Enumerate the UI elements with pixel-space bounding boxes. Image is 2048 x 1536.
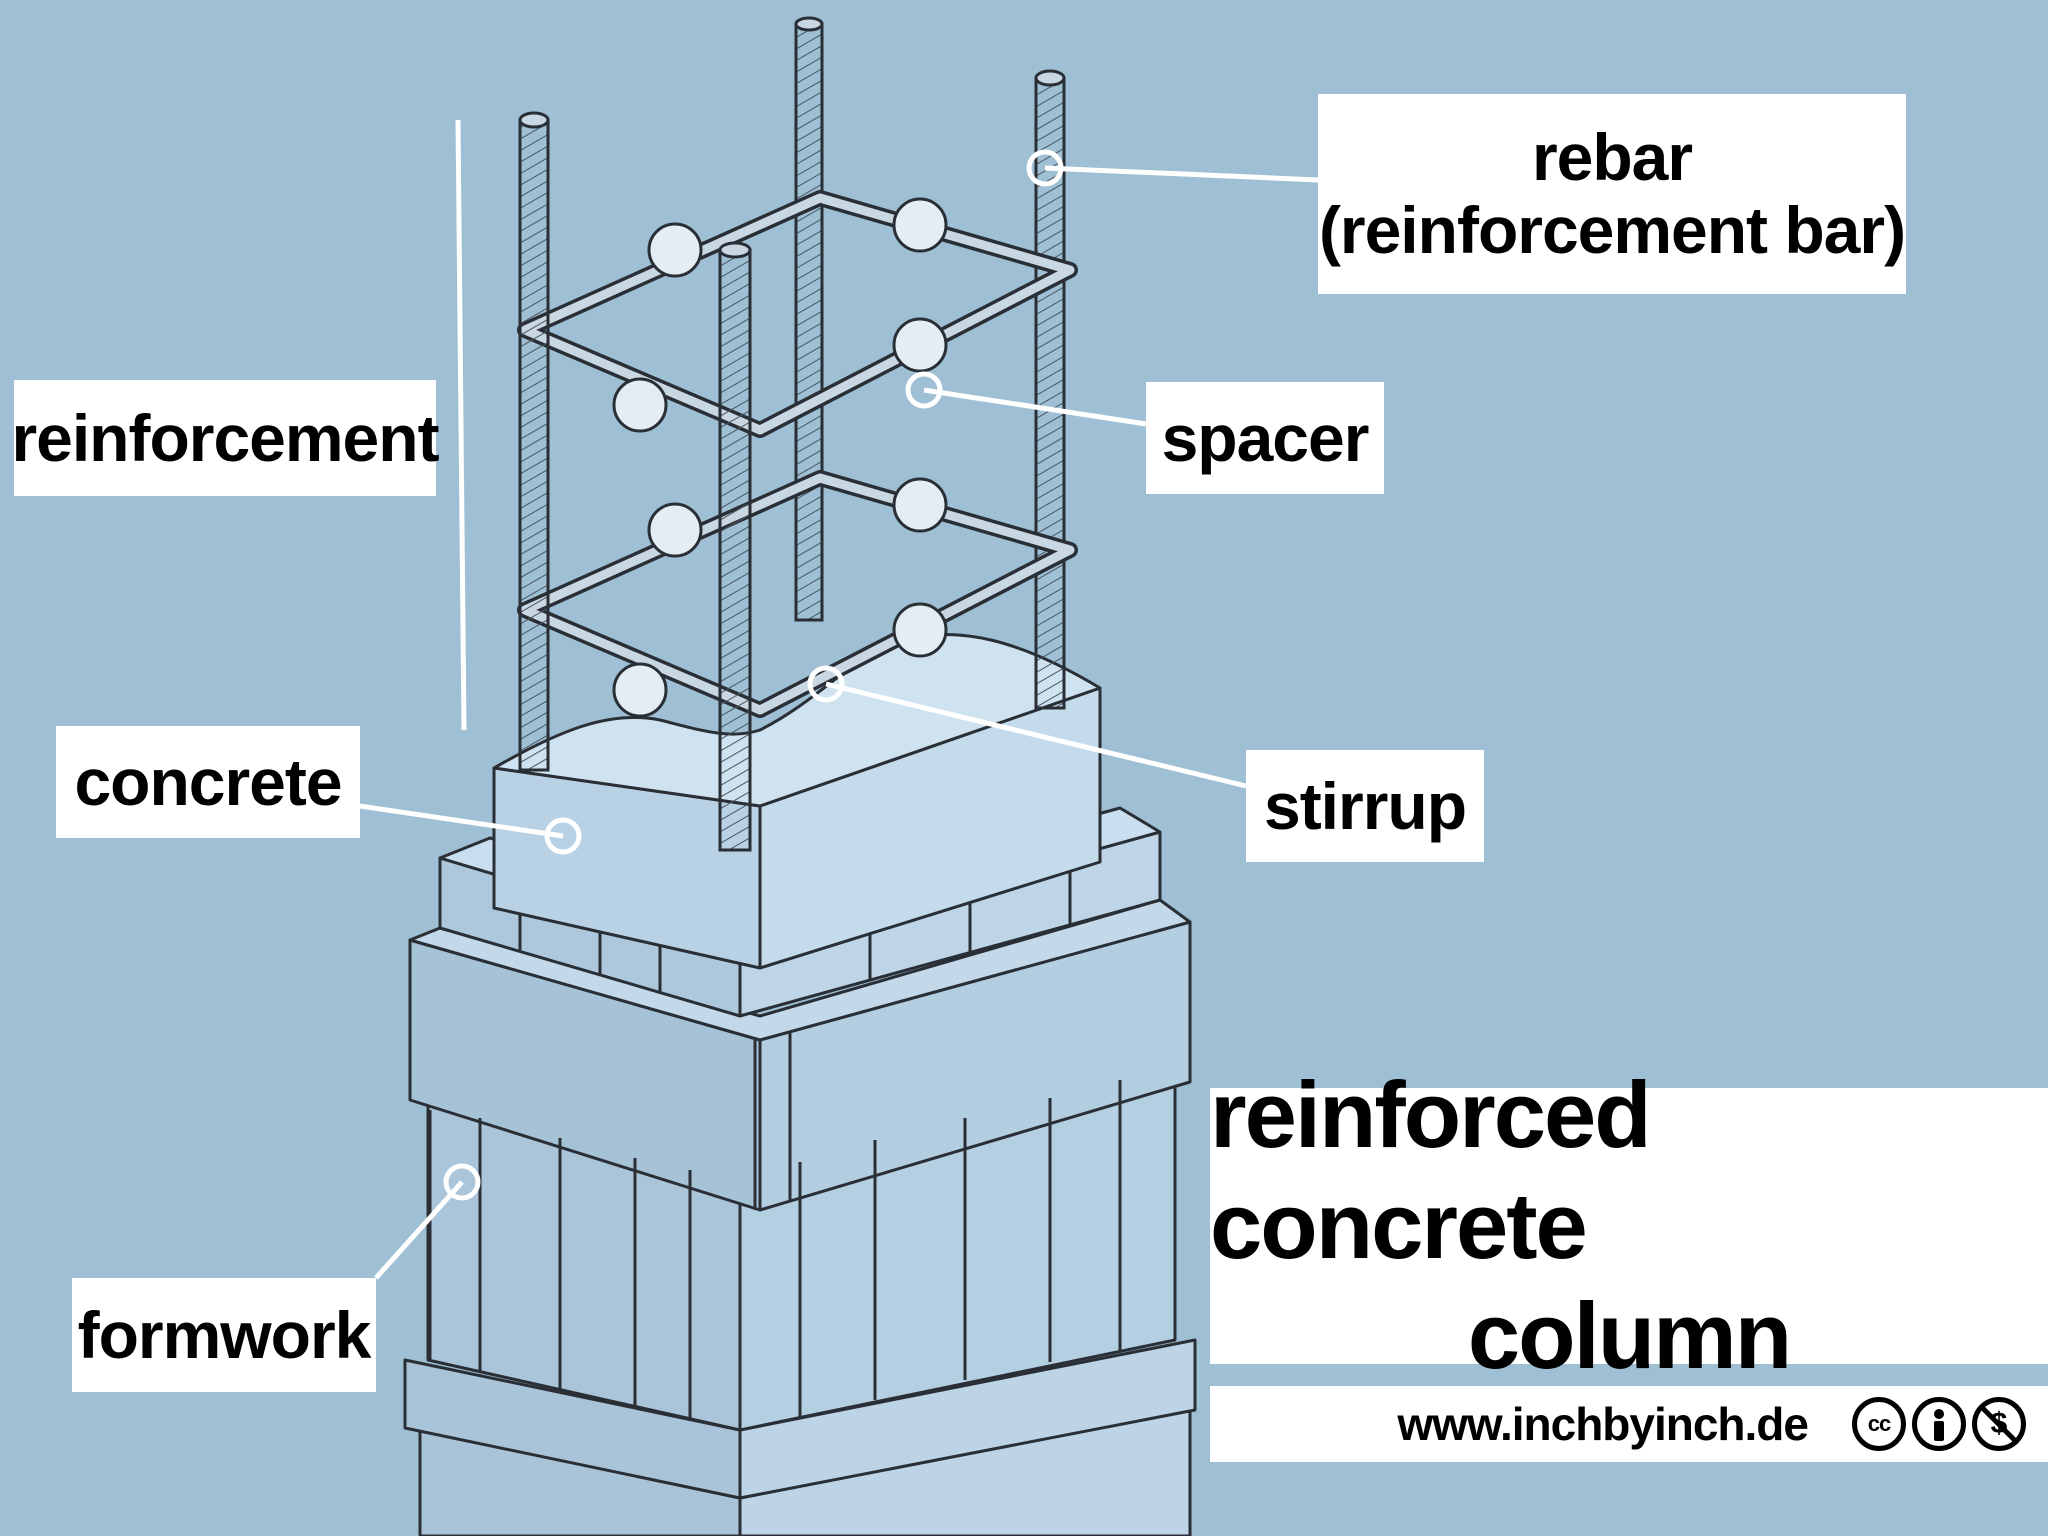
title-line1: reinforced concrete — [1210, 1061, 1652, 1278]
leader-lines — [359, 119, 1319, 1280]
formwork — [403, 806, 1197, 1536]
attribution-icon[interactable] — [1912, 1397, 1966, 1451]
attribution-head-shape — [1934, 1409, 1944, 1419]
attribution-body-shape — [1934, 1421, 1944, 1441]
label-reinforcement-text: reinforcement — [11, 400, 439, 475]
label-formwork: formwork — [72, 1278, 376, 1392]
non-commercial-icon[interactable]: $ — [1972, 1397, 2026, 1451]
title-line2: column — [1467, 1283, 1792, 1389]
rebar-front — [518, 111, 752, 852]
cc-text: cc — [1867, 1411, 1892, 1436]
label-spacer: spacer — [1146, 382, 1384, 494]
label-spacer-text: spacer — [1161, 400, 1370, 475]
label-rebar-line2: (reinforcement bar) — [1318, 193, 1906, 267]
title-box: reinforced concrete column — [1210, 1062, 2048, 1388]
label-formwork-text: formwork — [77, 1297, 372, 1372]
spacers — [612, 197, 948, 718]
creative-commons-icon[interactable]: cc — [1852, 1397, 1906, 1451]
label-rebar: rebar (reinforcement bar) — [1318, 94, 1906, 294]
label-concrete-text: concrete — [74, 744, 342, 819]
site-url-link[interactable]: www.inchbyinch.de — [1397, 1398, 1809, 1450]
label-concrete: concrete — [56, 726, 360, 838]
label-reinforcement: reinforcement — [11, 380, 440, 496]
label-stirrup-text: stirrup — [1263, 768, 1467, 843]
label-stirrup: stirrup — [1246, 750, 1484, 862]
footer-box: www.inchbyinch.de cc $ — [1210, 1386, 2048, 1462]
leader-dots — [443, 149, 1064, 1201]
label-rebar-line1: rebar — [1531, 120, 1693, 195]
